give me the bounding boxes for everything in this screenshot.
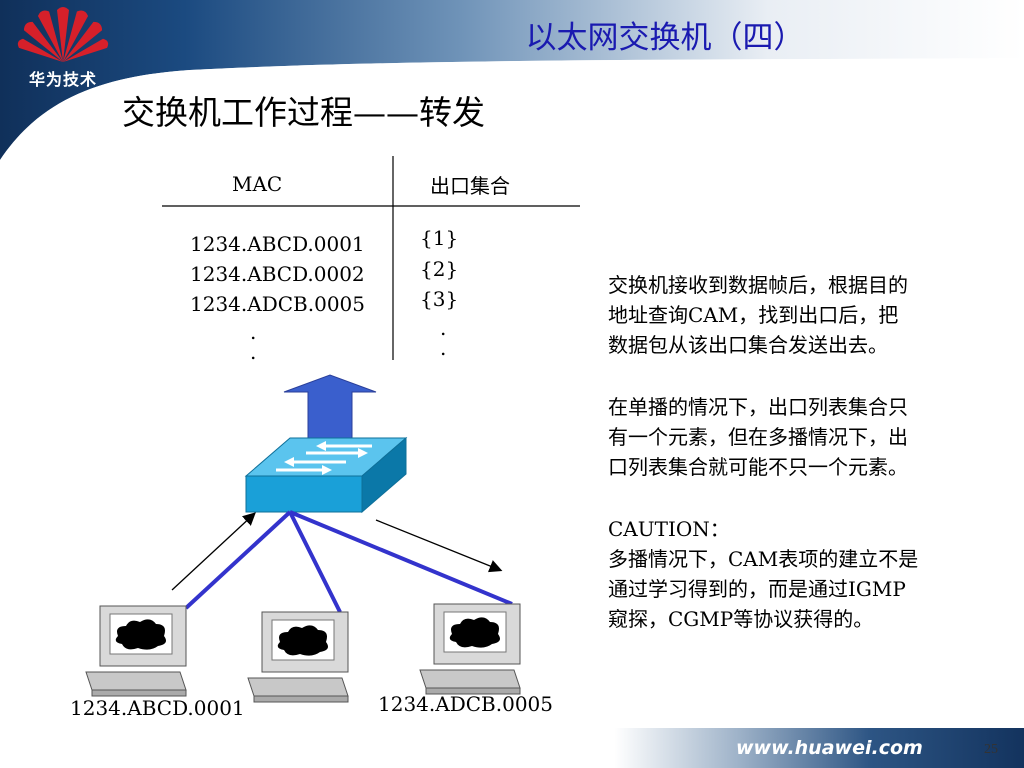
- computer-icon: [247, 611, 349, 703]
- column-header-port-set: 出口集合: [430, 174, 510, 198]
- text-line: CAUTION：: [608, 517, 730, 541]
- computer-label: 1234.ADCB.0005: [378, 692, 553, 716]
- page-number: 25: [984, 742, 998, 757]
- text-line: 交换机接收到数据帧后，根据目的: [608, 273, 908, 297]
- table-ellipsis: .: [250, 320, 257, 344]
- slide-title: 以太网交换机（四）: [525, 20, 805, 56]
- huawei-logo: [17, 7, 109, 62]
- table-ellipsis: .: [250, 340, 257, 364]
- footer-banner: [0, 728, 1024, 768]
- table-cell-mac: 1234.ABCD.0002: [190, 262, 365, 286]
- footer-website-link[interactable]: www.huawei.com: [736, 737, 923, 759]
- brand-name: 华为技术: [28, 70, 97, 89]
- section-subtitle: 交换机工作过程——转发: [122, 93, 485, 132]
- text-line: 地址查询CAM，找到出口后，把: [608, 303, 899, 327]
- description-paragraph-1: 交换机接收到数据帧后，根据目的 地址查询CAM，找到出口后，把 数据包从该出口集…: [608, 270, 1000, 360]
- text-line: 通过学习得到的，而是通过IGMP: [608, 577, 906, 601]
- computer-icon: [85, 605, 187, 697]
- description-paragraph-3: CAUTION： 多播情况下，CAM表项的建立不是 通过学习得到的，而是通过IG…: [608, 514, 1000, 634]
- switch-icon: [244, 436, 408, 514]
- description-paragraph-2: 在单播的情况下，出口列表集合只 有一个元素，但在多播情况下，出 口列表集合就可能…: [608, 392, 1000, 482]
- table-ellipsis: .: [440, 316, 447, 340]
- table-cell-mac: 1234.ADCB.0005: [190, 292, 365, 316]
- text-line: 多播情况下，CAM表项的建立不是: [608, 547, 919, 571]
- table-cell-port: {3}: [420, 287, 459, 311]
- table-cell-port: {1}: [420, 226, 459, 250]
- text-line: 口列表集合就可能不只一个元素。: [608, 455, 908, 479]
- table-cell-port: {2}: [420, 257, 459, 281]
- computer-label: 1234.ABCD.0001: [70, 696, 245, 720]
- table-cell-mac: 1234.ABCD.0001: [190, 232, 365, 256]
- column-header-mac: MAC: [232, 172, 283, 196]
- header-banner: [0, 0, 1024, 168]
- text-line: 在单播的情况下，出口列表集合只: [608, 395, 908, 419]
- text-line: 有一个元素，但在多播情况下，出: [608, 425, 908, 449]
- forward-up-arrow: [283, 374, 377, 449]
- table-ellipsis: .: [440, 336, 447, 360]
- text-line: 窥探，CGMP等协议获得的。: [608, 607, 874, 631]
- computer-icon: [419, 603, 521, 695]
- text-line: 数据包从该出口集合发送出去。: [608, 333, 888, 357]
